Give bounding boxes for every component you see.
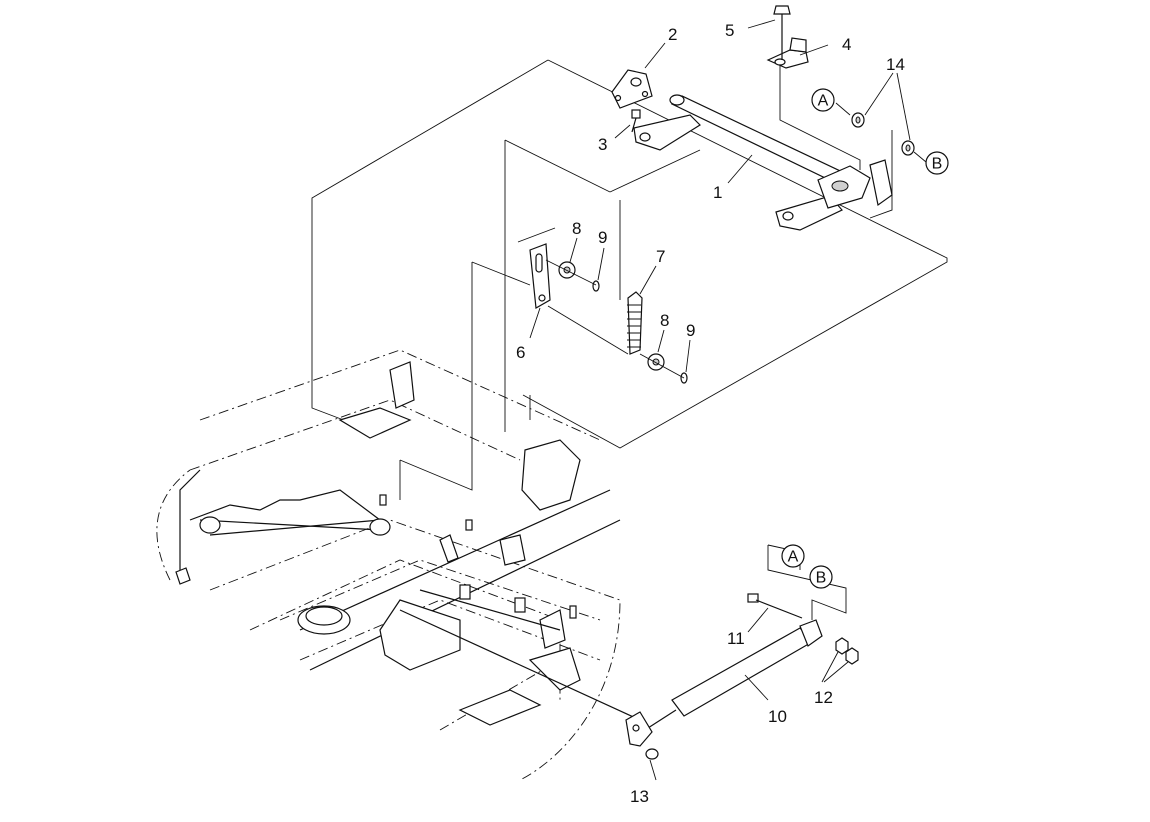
gas-strut-part-10 [625,619,823,747]
callout-labels: 1 2 3 4 5 6 7 8 9 8 9 10 11 12 13 14 [516,21,905,806]
svg-text:B: B [816,570,827,587]
callout-3: 3 [598,135,607,154]
spring-part-7 [627,291,643,355]
washers-part-8 [558,261,665,371]
reference-markers: A B A B [781,88,949,589]
pedal-shaft-part-1 [633,94,893,231]
explode-boundary-lines [311,59,948,620]
callout-4: 4 [842,35,851,54]
marker-b-upper: B [925,151,949,175]
leader-lines [529,19,927,781]
bolt-part-3 [631,109,641,133]
svg-text:A: A [818,93,829,110]
bracket-part-4 [766,37,809,69]
callout-12: 12 [814,688,833,707]
callout-8b: 8 [660,311,669,330]
nuts-part-12 [835,637,859,665]
callout-5: 5 [725,21,734,40]
callout-9b: 9 [686,321,695,340]
callout-7: 7 [656,247,665,266]
marker-a-upper: A [811,88,835,112]
svg-text:A: A [788,549,799,566]
marker-a-lower: A [781,544,805,568]
callout-1: 1 [713,183,722,202]
part-axis-lines [545,259,685,379]
washers-part-14 [851,112,915,156]
svg-text:B: B [932,156,943,173]
callout-9a: 9 [598,228,607,247]
callout-8a: 8 [572,219,581,238]
nut-part-13 [645,748,659,760]
callout-14: 14 [886,55,905,74]
bolt-part-11 [747,593,803,619]
callout-13: 13 [630,787,649,806]
callout-10: 10 [768,707,787,726]
callout-11: 11 [727,629,745,648]
frame-chassis [156,349,641,781]
callout-6: 6 [516,343,525,362]
bolt-part-5 [773,5,791,60]
callout-2: 2 [668,25,677,44]
bracket-plate-part-2 [611,69,653,109]
marker-b-lower: B [809,565,833,589]
link-plate-part-6 [529,243,551,309]
